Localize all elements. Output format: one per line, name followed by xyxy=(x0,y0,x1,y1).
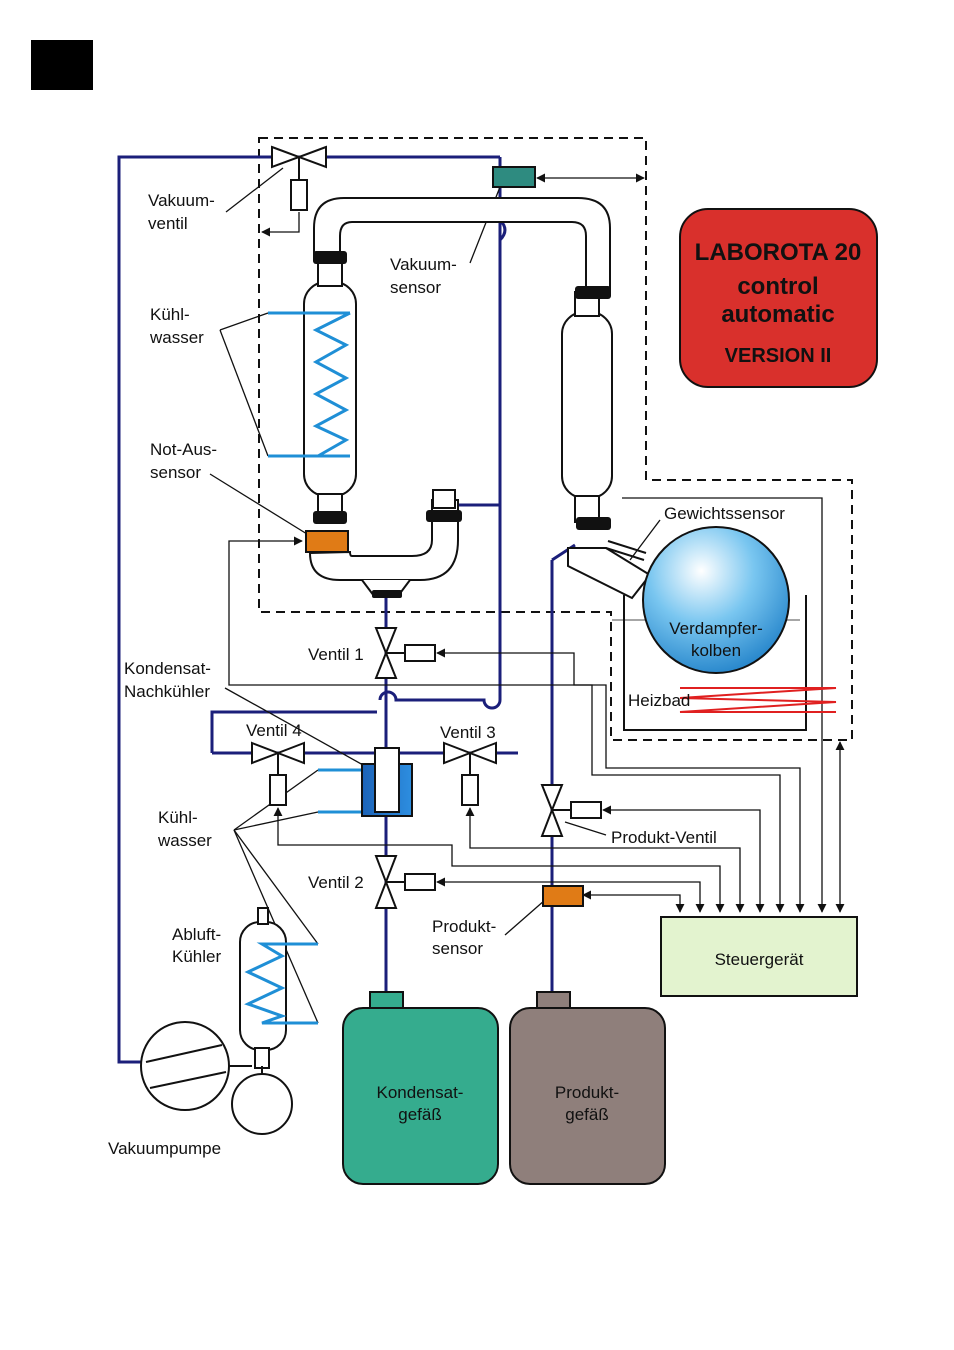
label-ventil-1: Ventil 1 xyxy=(308,645,364,664)
label-kondensat-nk-1: Kondensat- xyxy=(124,659,211,678)
label-heizbad: Heizbad xyxy=(628,691,690,710)
title-line-2: control xyxy=(737,273,818,300)
ventil-1 xyxy=(374,627,436,679)
steuergeraet-box xyxy=(660,916,858,997)
vakuumpumpe xyxy=(140,1021,293,1135)
label-produktgefaess-1: Produkt- xyxy=(555,1083,619,1102)
label-vakuumsensor-1: Vakuum- xyxy=(390,255,457,274)
not-aus-sensor xyxy=(305,530,349,553)
label-kuehlwasser-top-2: wasser xyxy=(149,328,204,347)
label-ventil-3: Ventil 3 xyxy=(440,723,496,742)
label-kondensatgefaess-1: Kondensat- xyxy=(377,1083,464,1102)
kondensat-gefaess xyxy=(342,991,499,1185)
label-produkt-ventil: Produkt-Ventil xyxy=(611,828,717,847)
abluft-kuehler xyxy=(239,907,318,1069)
label-vakuumventil-2: ventil xyxy=(148,214,188,233)
label-vakuumpumpe: Vakuumpumpe xyxy=(108,1139,221,1158)
page-marker-block xyxy=(31,40,93,90)
ventil-3 xyxy=(443,741,497,806)
label-vakuumsensor-2: sensor xyxy=(390,278,441,297)
label-steuergeraet: Steuergerät xyxy=(715,950,804,969)
label-vakuumventil-1: Vakuum- xyxy=(148,191,215,210)
label-kuehlwasser-top-1: Kühl- xyxy=(150,305,190,324)
produkt-ventil xyxy=(540,784,602,837)
label-abluft-2: Kühler xyxy=(172,947,221,966)
label-kondensat-nk-2: Nachkühler xyxy=(124,682,210,701)
label-kuehlwasser-bottom-1: Kühl- xyxy=(158,808,198,827)
label-produktgefaess-2: gefäß xyxy=(565,1105,608,1124)
produkt-gefaess xyxy=(509,991,666,1185)
label-kondensatgefaess-2: gefäß xyxy=(398,1105,441,1124)
title-line-3: automatic xyxy=(721,301,834,328)
clamps xyxy=(313,251,611,598)
ventil-4 xyxy=(251,741,305,806)
title-box xyxy=(679,208,878,388)
label-verdampfer-1: Verdampfer- xyxy=(669,619,763,638)
label-gewichtssensor: Gewichtssensor xyxy=(664,504,785,523)
vakuum-sensor xyxy=(492,166,536,188)
produkt-sensor xyxy=(542,885,584,907)
condenser-coil xyxy=(268,311,351,458)
title-line-1: LABOROTA 20 xyxy=(695,239,862,266)
label-produktsensor-2: sensor xyxy=(432,939,483,958)
label-produktsensor-1: Produkt- xyxy=(432,917,496,936)
label-notaus-1: Not-Aus- xyxy=(150,440,217,459)
title-line-4: VERSION II xyxy=(725,345,832,367)
signal-lines xyxy=(209,167,845,1024)
label-ventil-2: Ventil 2 xyxy=(308,873,364,892)
kondensat-nachkuehler xyxy=(318,747,413,817)
gewichtssensor-marks xyxy=(605,540,647,561)
dashed-enclosures xyxy=(258,137,853,741)
label-notaus-2: sensor xyxy=(150,463,201,482)
label-abluft-1: Abluft- xyxy=(172,925,221,944)
glass-apparatus xyxy=(303,197,652,600)
label-verdampfer-2: kolben xyxy=(691,641,741,660)
label-ventil-4: Ventil 4 xyxy=(246,721,302,740)
vakuum-ventil xyxy=(271,145,327,211)
verdampferkolben xyxy=(642,526,790,674)
ventil-2 xyxy=(374,855,436,909)
label-kuehlwasser-bottom-2: wasser xyxy=(157,831,212,850)
